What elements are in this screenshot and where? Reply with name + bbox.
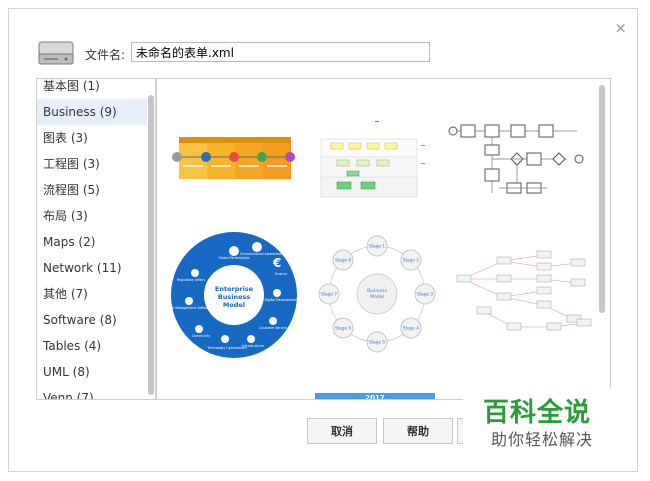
stages-center-1: Business xyxy=(367,288,387,294)
stage-node-label: Stage 6 xyxy=(335,325,351,330)
wheel-segment-label: Regulatory Affairs xyxy=(177,278,206,282)
stage-node xyxy=(366,235,388,257)
watermark-subtitle: 助你轻松解决 xyxy=(491,430,594,449)
stages-center-2: Model xyxy=(370,294,384,300)
stage-node xyxy=(414,283,436,305)
stage-node-label: Stage 7 xyxy=(321,292,337,297)
stage-node xyxy=(366,331,388,353)
wheel-title-2: Business xyxy=(218,293,251,301)
wheel-segment-label: Technology Optimization xyxy=(206,346,246,350)
template-thumb-year-banner[interactable]: 2017 xyxy=(315,393,435,400)
stage-node-label: Stage 4 xyxy=(403,325,419,330)
stage-node-label: Stage 8 xyxy=(335,258,351,263)
euro-icon: € xyxy=(272,256,281,270)
category-item[interactable]: Venn (7) xyxy=(43,391,94,400)
category-scrollbar[interactable] xyxy=(148,95,154,395)
template-scrollbar[interactable] xyxy=(599,85,605,313)
category-item[interactable]: Tables (4) xyxy=(43,339,102,353)
category-item[interactable]: 基本图 (1) xyxy=(43,79,100,93)
stage-node xyxy=(318,283,340,305)
template-thumb-stages-cycle[interactable]: Stage 1 Stage 2 Stage 3 Stage 4 Stage 5 Stage… xyxy=(312,229,442,359)
year-banner-label: 2017 xyxy=(365,394,385,400)
category-item[interactable]: Network (11) xyxy=(43,261,122,275)
help-button[interactable]: 帮助 xyxy=(383,418,453,444)
stage-node-label: Stage 2 xyxy=(403,258,419,263)
stage-nodes: Stage 1 Stage 2 Stage 3 Stage 4 Stage 5 Stage… xyxy=(318,235,436,353)
wheel-segment-label: Finance xyxy=(275,272,287,276)
wheel-segment-label: Control Management Software xyxy=(169,306,211,310)
template-thumb-bpmn-flow[interactable] xyxy=(447,113,587,208)
watermark-title: 百科全说 xyxy=(483,398,592,428)
category-item[interactable]: Maps (2) xyxy=(43,235,96,249)
category-item[interactable]: 图表 (3) xyxy=(43,131,88,145)
category-item[interactable]: 其他 (7) xyxy=(43,287,88,301)
category-list-panel: 基本图 (1) Business (9) 图表 (3) 工程图 (3) 流程图 (5) 布… xyxy=(36,78,156,400)
category-item[interactable]: 布局 (3) xyxy=(43,209,88,223)
wheel-title-3: Model xyxy=(223,301,245,309)
template-thumb-enterprise-business-model[interactable]: Enterprise Business Model Global Partner… xyxy=(169,229,299,361)
wheel-segment-label: Community xyxy=(192,334,211,338)
stage-node xyxy=(400,249,422,271)
wheel-segment-label: Infrastructure xyxy=(242,344,264,348)
template-gallery: Enterprise Business Model Global Partner… xyxy=(156,78,611,400)
close-icon[interactable]: × xyxy=(614,19,627,37)
wheel-segment-label: Customer Service xyxy=(259,326,287,330)
filename-label: 文件名: xyxy=(85,48,126,62)
stage-node-label: Stage 3 xyxy=(417,292,433,297)
filename-input[interactable] xyxy=(131,42,430,62)
category-item[interactable]: 工程图 (3) xyxy=(43,157,100,171)
watermark: 百科全说 助你轻松解决 xyxy=(463,388,635,454)
template-thumb-swimlane[interactable] xyxy=(317,119,427,199)
stage-node xyxy=(400,317,422,339)
template-thumb-orange-process[interactable] xyxy=(169,133,299,183)
template-thumb-network-tree[interactable] xyxy=(453,249,593,339)
stage-node xyxy=(332,317,354,339)
wheel-title-1: Enterprise xyxy=(215,285,254,293)
category-item[interactable]: 流程图 (5) xyxy=(43,183,100,197)
stage-node-label: Stage 1 xyxy=(369,244,385,249)
cancel-button[interactable]: 取消 xyxy=(307,418,377,444)
stage-node-label: Stage 5 xyxy=(369,340,385,345)
category-item[interactable]: Business (9) xyxy=(37,99,147,125)
category-list: 基本图 (1) Business (9) 图表 (3) 工程图 (3) 流程图 (5) 布… xyxy=(37,79,147,400)
wheel-segment-label: Global Partnerships xyxy=(218,256,249,260)
category-item[interactable]: UML (8) xyxy=(43,365,90,379)
category-item[interactable]: Software (8) xyxy=(43,313,117,327)
wheel-segment-label: Digital Development xyxy=(265,298,299,302)
stage-node xyxy=(332,249,354,271)
wheel-segment-label: Environmental Awareness xyxy=(240,252,282,256)
drive-icon xyxy=(38,41,74,65)
